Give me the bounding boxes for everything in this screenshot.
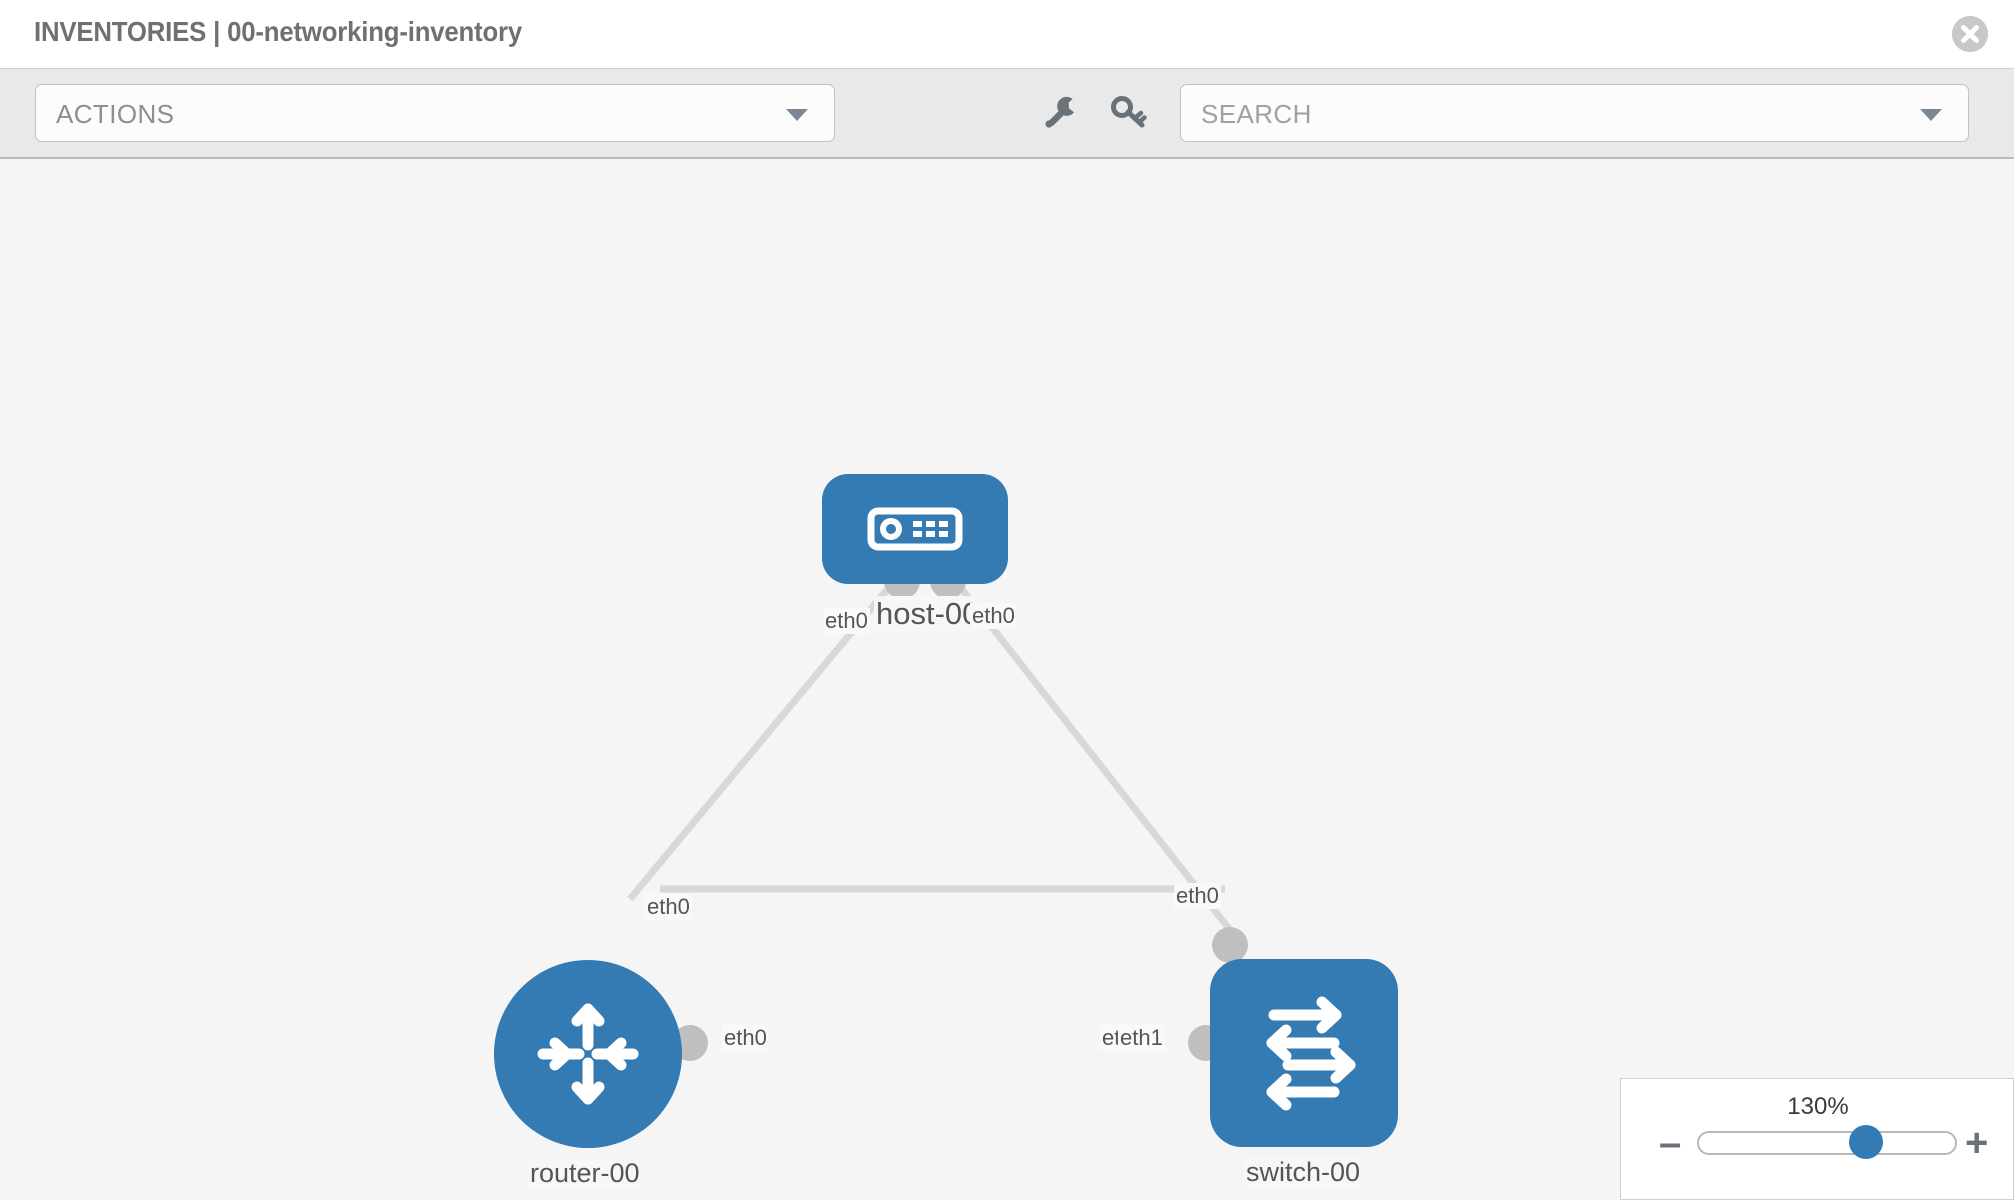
edge-label-switch-up: eth0: [1174, 883, 1221, 909]
server-icon: [867, 507, 963, 551]
zoom-slider-track[interactable]: [1697, 1131, 1957, 1155]
edge-label-host-left: eth0: [823, 608, 870, 634]
node-switch-00-shape[interactable]: [1210, 959, 1398, 1147]
search-input[interactable]: SEARCH: [1180, 84, 1969, 142]
router-icon: [537, 1003, 639, 1105]
node-host-00-label: host-00: [874, 596, 982, 632]
topology-canvas[interactable]: host-00 router-00: [0, 159, 2014, 1200]
search-placeholder: SEARCH: [1201, 99, 1312, 129]
port-switch-top[interactable]: [1212, 927, 1248, 963]
edge-label-switch-left-b: eth1: [1118, 1025, 1165, 1051]
window-header: INVENTORIES | 00-networking-inventory: [0, 0, 2014, 68]
edge-label-router-up: eth0: [645, 894, 692, 920]
node-host-00-shape[interactable]: [822, 474, 1008, 584]
node-router-00-label: router-00: [528, 1158, 642, 1189]
key-icon[interactable]: [1108, 91, 1150, 133]
zoom-control-panel: 130% – +: [1620, 1078, 2014, 1200]
chevron-down-icon: [786, 109, 808, 121]
wrench-icon[interactable]: [1040, 91, 1082, 133]
node-router-00-shape[interactable]: [494, 960, 682, 1148]
topology-links: [627, 571, 1248, 952]
zoom-percent-label: 130%: [1787, 1093, 1849, 1120]
page-title: INVENTORIES | 00-networking-inventory: [34, 16, 523, 47]
toolbar: ACTIONS SEARCH: [0, 68, 2014, 159]
edge-label-router-right: eth0: [722, 1025, 769, 1051]
close-icon[interactable]: [1952, 16, 1988, 52]
zoom-out-button[interactable]: –: [1659, 1121, 1682, 1165]
edge-label-host-right: eth0: [970, 603, 1017, 629]
zoom-in-button[interactable]: +: [1965, 1121, 1989, 1165]
switch-icon: [1266, 996, 1356, 1111]
node-switch-00-label: switch-00: [1244, 1157, 1363, 1188]
chevron-down-icon: [1920, 109, 1942, 121]
actions-dropdown[interactable]: ACTIONS: [35, 84, 835, 142]
zoom-slider-thumb[interactable]: [1849, 1125, 1883, 1159]
actions-dropdown-label: ACTIONS: [56, 99, 175, 129]
